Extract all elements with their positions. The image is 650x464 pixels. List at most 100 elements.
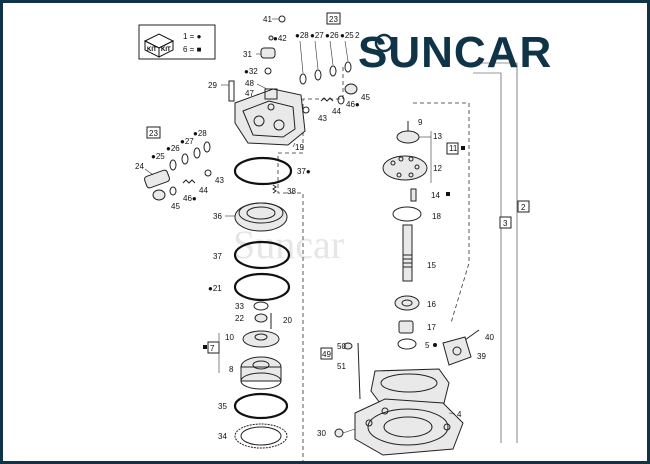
label-18: 18	[432, 212, 441, 221]
leader-4	[448, 412, 456, 415]
label-20: 20	[283, 316, 292, 325]
label-23a: 23	[329, 15, 338, 24]
part-44b-spring	[182, 179, 196, 184]
kit-legend-line-1: 1 = ●	[183, 32, 202, 41]
label-7: 7	[210, 344, 215, 353]
part-36-bearing	[225, 202, 288, 232]
part-38-spring	[272, 184, 277, 194]
label-49: 49	[322, 350, 331, 359]
label-36: 36	[213, 212, 222, 221]
leader-48	[256, 83, 268, 90]
seal-row-lower	[169, 141, 211, 171]
label-28b: ●28	[193, 129, 207, 138]
label-9: 9	[418, 118, 423, 127]
part-15-shaft	[402, 224, 413, 282]
right-boundary-line	[413, 102, 470, 324]
part-29-bolt	[221, 80, 235, 102]
group-box-2	[517, 200, 530, 213]
part-31-plug	[256, 47, 276, 59]
label-37a: 37●	[297, 167, 311, 176]
part-24-spool	[144, 168, 170, 189]
group-box-3	[499, 216, 512, 229]
kit-square-marker-11-icon	[461, 146, 465, 150]
label-21: ●21	[208, 284, 222, 293]
group-box-23b	[146, 126, 161, 139]
kit-dot-marker-5-icon	[433, 343, 437, 347]
assembly-boundary-line	[277, 67, 344, 461]
label-10: 10	[225, 333, 234, 342]
label-40: 40	[485, 333, 494, 342]
label-51: 51	[337, 362, 346, 371]
label-3: 3	[503, 219, 508, 228]
part-33-ring	[253, 301, 269, 311]
label-12: 12	[433, 164, 442, 173]
label-14: 14	[431, 191, 440, 200]
label-22: 22	[235, 314, 244, 323]
part-17-collar	[398, 320, 414, 334]
label-17: 17	[427, 323, 436, 332]
part-13-cover	[396, 130, 420, 144]
part-39-block	[442, 336, 472, 366]
bracket-3	[473, 72, 502, 443]
label-8: 8	[229, 365, 234, 374]
part-42-oring	[268, 35, 274, 41]
label-43a: 43	[318, 114, 327, 123]
label-48: 48	[245, 79, 254, 88]
part-51-rod	[357, 342, 361, 400]
part-30-plug	[334, 428, 356, 438]
label-38: 38	[287, 187, 296, 196]
group-box-49	[320, 347, 333, 360]
label-27a: ●27	[310, 31, 324, 40]
part-10-gear	[242, 330, 280, 348]
label-50: 50	[337, 342, 346, 351]
label-33: 33	[235, 302, 244, 311]
part-8-planetary-gear	[240, 356, 282, 390]
part-21-oring	[233, 272, 291, 302]
label-43b: 43	[215, 176, 224, 185]
kit-square-marker-14-icon	[446, 192, 450, 196]
label-26b: ●26	[166, 144, 180, 153]
label-31: 31	[243, 50, 252, 59]
label-41: 41	[263, 15, 272, 24]
part-40-bolt	[464, 329, 480, 341]
kit-text-right: KIT	[161, 47, 171, 53]
kit-text-left: KIT	[147, 47, 157, 53]
label-25a: ●25	[340, 31, 354, 40]
label-34: 34	[218, 432, 227, 441]
part-4-housing	[354, 368, 464, 456]
label-44a: 44	[332, 107, 341, 116]
label-44b: 44	[199, 186, 208, 195]
part-43a-ball	[302, 106, 310, 114]
label-24: 24	[135, 162, 144, 171]
part-37b-oring	[233, 240, 291, 270]
part-18-washer	[392, 206, 422, 222]
part-35-ring	[233, 392, 289, 420]
label-37b: 37	[213, 252, 222, 261]
part-46a-oring	[337, 95, 345, 105]
part-16-bearing	[394, 295, 420, 311]
part-5-seal	[397, 338, 417, 350]
label-27b: ●27	[180, 137, 194, 146]
part-41-screw	[272, 15, 286, 23]
exploded-parts-diagram: Suncar SUNCAR KIT KIT 1 = ● 6 = ■ 41 ●42…	[135, 12, 551, 461]
part-32-washer	[264, 67, 272, 75]
logo-accent-icon	[374, 33, 394, 53]
part-46b-oring	[169, 186, 177, 196]
label-13: 13	[433, 132, 442, 141]
label-5: 5	[425, 341, 430, 350]
label-11: 11	[449, 144, 458, 153]
part-14-pin	[410, 188, 417, 202]
part-44a-spring	[320, 97, 334, 102]
kit-legend-line-2: 6 = ■	[183, 45, 202, 54]
label-35: 35	[218, 402, 227, 411]
part-43b-ball	[204, 169, 212, 177]
label-45a: 45	[361, 93, 370, 102]
part-19-valve-body	[234, 88, 306, 148]
part-45b-cap	[152, 189, 166, 201]
kit-legend: KIT KIT 1 = ● 6 = ■	[138, 24, 216, 60]
seal-row-upper	[299, 40, 352, 85]
brand-logo: SUNCAR	[358, 28, 551, 77]
part-22-washer	[254, 313, 268, 323]
label-2x: 2	[355, 31, 360, 40]
